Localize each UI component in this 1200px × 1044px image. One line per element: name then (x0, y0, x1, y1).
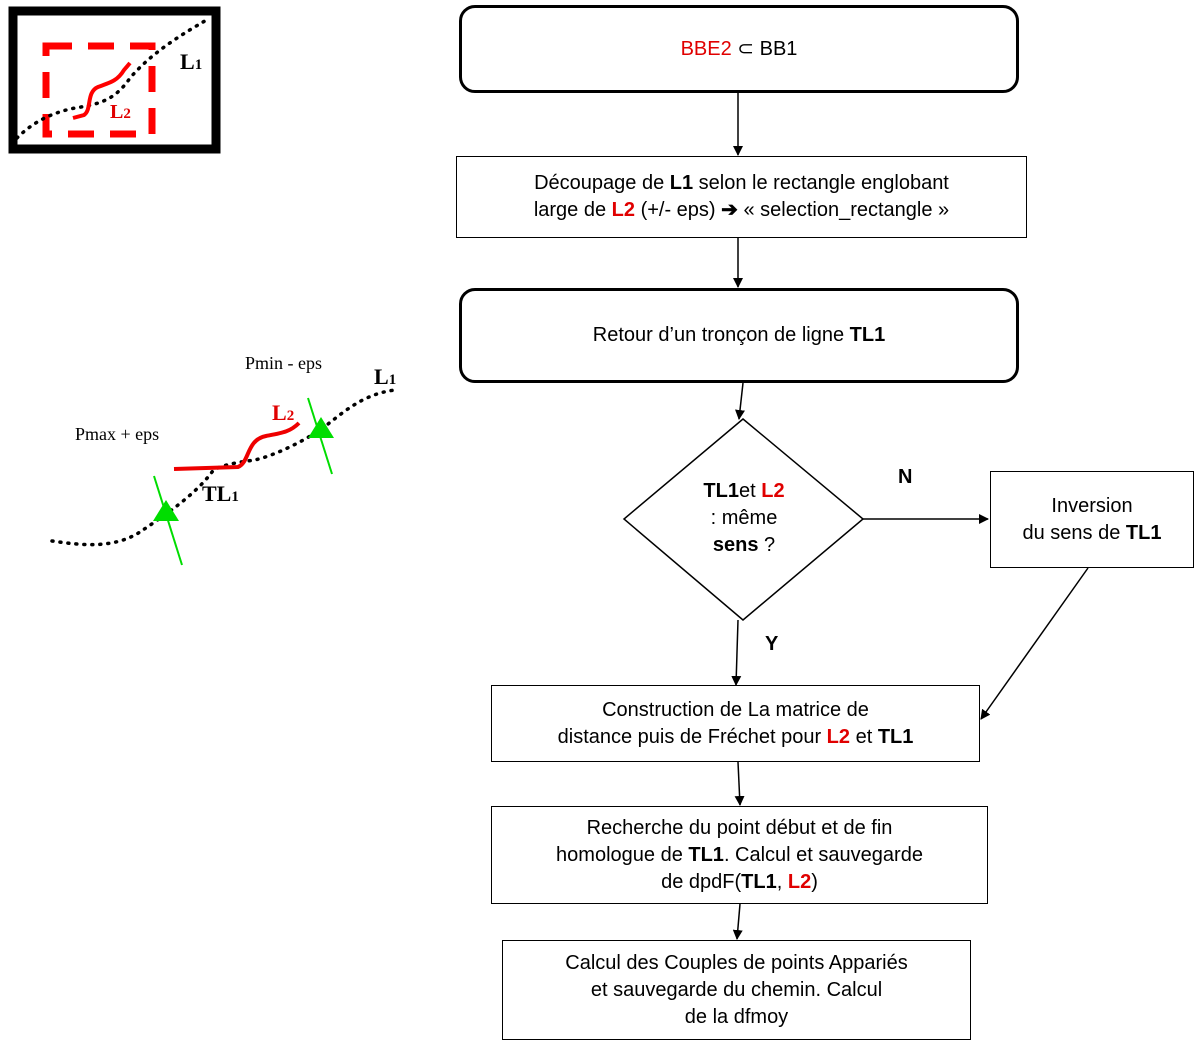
decision-line2: : même (710, 507, 778, 529)
connectors (731, 93, 1089, 940)
arrow-box3-decision (735, 382, 745, 420)
inset-diagram (8, 6, 221, 154)
calcul-line3: de la dfmoy (684, 1005, 789, 1028)
illustration-line-l2 (173, 421, 301, 471)
construction-line1: Construction de La matrice de (602, 698, 869, 721)
box-decoupage: Découpage de L1 selon le rectangle englo… (456, 156, 1027, 238)
decision-line3: sens ? (712, 534, 776, 556)
decision-diamond (622, 418, 865, 621)
inversion-line1: Inversion (1051, 494, 1133, 517)
subset-symbol: ⊂ (737, 37, 755, 60)
arrow-inversion-box4 (980, 567, 1089, 720)
arrow-icon: ➔ (721, 199, 738, 221)
illustration-line-l1 (50, 388, 397, 547)
bbe2-text: BBE2 (680, 37, 732, 60)
decision-line1: TL1et L2 (703, 480, 785, 502)
box-recherche-point: Recherche du point début et de fin homol… (491, 806, 988, 904)
construction-line2: distance puis de Fréchet pour L2 et TL1 (557, 725, 914, 748)
inset-label-l1: L1 (180, 49, 203, 74)
box-inversion: Inversion du sens de TL1 (990, 471, 1194, 568)
inset-bounding-rectangle (42, 42, 156, 138)
illustration-label-l1: L1 (374, 364, 397, 389)
box-retour-troncon: Retour d’un tronçon de ligne TL1 (459, 288, 1019, 383)
box-bbe2-subset-bb1: BBE2 ⊂ BB1 (459, 5, 1019, 93)
pmin-label: Pmin - eps (245, 353, 323, 373)
arrow-box4-box5 (734, 761, 745, 806)
retour-text: Retour d’un tronçon de ligne TL1 (592, 324, 886, 346)
calcul-line1: Calcul des Couples de points Appariés (565, 951, 908, 974)
recherche-line2: homologue de TL1. Calcul et sauvegarde (556, 843, 923, 866)
arrow-decision-box4 (731, 619, 742, 686)
box-calcul-couples: Calcul des Couples de points Appariés et… (502, 940, 971, 1040)
arrow-box5-box6 (732, 903, 743, 940)
illustration-label-l2: L2 (272, 400, 295, 425)
pmax-label: Pmax + eps (75, 424, 160, 444)
recherche-line1: Recherche du point début et de fin (586, 816, 893, 839)
decoupage-line1: Découpage de L1 selon le rectangle englo… (534, 172, 949, 194)
label-yes: Y (765, 633, 779, 655)
calcul-line2: et sauvegarde du chemin. Calcul (590, 978, 883, 1001)
inversion-line2: du sens de TL1 (1022, 521, 1162, 544)
illustration-label-tl1: TL1 (202, 481, 239, 506)
marker-triangle-2 (308, 417, 334, 438)
bb1-text: BB1 (759, 37, 798, 60)
decoupage-line2: large de L2 (+/- eps) ➔ « selection_rect… (533, 199, 950, 221)
recherche-line3: de dpdF(TL1, L2) (661, 870, 818, 893)
inset-line-l1 (15, 16, 212, 140)
label-no: N (898, 466, 913, 488)
box-construction-matrice: Construction de La matrice de distance p… (491, 685, 980, 762)
decision-text: TL1et L2 : même sens ? (664, 478, 824, 559)
marker-triangle-1 (153, 500, 179, 521)
inset-label-l2: L2 (110, 101, 131, 123)
inset-line-l2 (72, 61, 132, 120)
illustration (50, 388, 397, 566)
